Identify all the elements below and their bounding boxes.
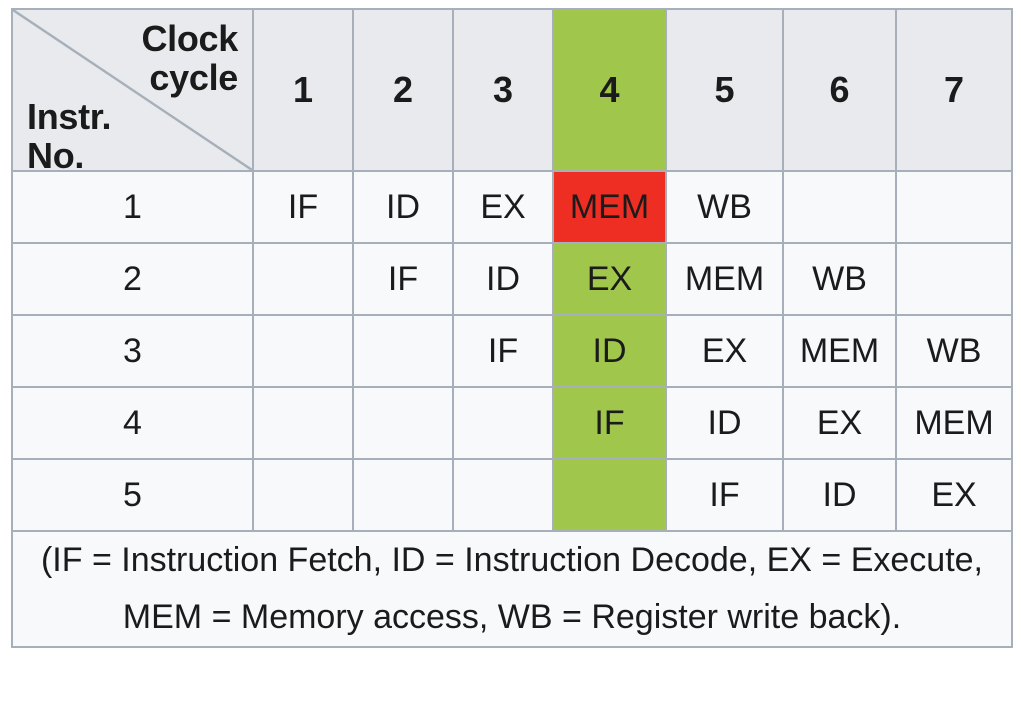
stage-cell (895, 242, 1013, 316)
stage-cell: MEM (895, 386, 1013, 460)
cycle-header-4: 4 (552, 8, 667, 172)
cycle-header-3: 3 (452, 8, 554, 172)
stage-cell-highlight-green: IF (552, 386, 667, 460)
stage-cell: IF (452, 314, 554, 388)
stage-cell (352, 386, 454, 460)
table-row: 5 IF ID EX (11, 458, 1013, 532)
stage-cell: MEM (782, 314, 897, 388)
stage-cell: EX (665, 314, 784, 388)
cycle-header-1: 1 (252, 8, 354, 172)
stage-cell: EX (452, 170, 554, 244)
stage-cell-highlight-green (552, 458, 667, 532)
clock-cycle-label: Clock cycle (141, 18, 238, 98)
cycle-header-2: 2 (352, 8, 454, 172)
stage-cell (252, 242, 354, 316)
stage-cell: WB (782, 242, 897, 316)
table-head: Clock cycle Instr. No. 1 2 3 4 5 6 7 (11, 8, 1013, 172)
stage-cell (252, 314, 354, 388)
instr-no-label: Instr. No. (27, 95, 112, 171)
table-row: 2 IF ID EX MEM WB (11, 242, 1013, 316)
stage-cell: WB (665, 170, 784, 244)
caption-row: (IF = Instruction Fetch, ID = Instructio… (11, 529, 1013, 649)
stage-cell (782, 170, 897, 244)
cycle-header-5: 5 (665, 8, 784, 172)
stage-cell: EX (782, 386, 897, 460)
instr-no-cell: 2 (11, 242, 254, 316)
stage-cell: IF (665, 458, 784, 532)
header-row: Clock cycle Instr. No. 1 2 3 4 5 6 7 (11, 8, 1013, 172)
stage-cell: EX (895, 458, 1013, 532)
stage-cell: ID (452, 242, 554, 316)
stage-cell: MEM (665, 242, 784, 316)
table-row: 4 IF ID EX MEM (11, 386, 1013, 460)
table-row: 3 IF ID EX MEM WB (11, 314, 1013, 388)
corner-header-cell: Clock cycle Instr. No. (11, 8, 254, 172)
stage-cell (452, 458, 554, 532)
stage-cell: ID (782, 458, 897, 532)
stage-cell: IF (352, 242, 454, 316)
pipeline-table: Clock cycle Instr. No. 1 2 3 4 5 6 7 1 I… (11, 8, 1013, 649)
stage-cell: ID (352, 170, 454, 244)
stage-cell-highlight-green: ID (552, 314, 667, 388)
table-row: 1 IF ID EX MEM WB (11, 170, 1013, 244)
pipeline-diagram-figure: Clock cycle Instr. No. 1 2 3 4 5 6 7 1 I… (11, 8, 1013, 649)
cycle-header-7: 7 (895, 8, 1013, 172)
stage-cell (352, 314, 454, 388)
table-body: 1 IF ID EX MEM WB 2 IF ID EX MEM WB 3 (11, 170, 1013, 649)
legend-caption: (IF = Instruction Fetch, ID = Instructio… (11, 529, 1013, 649)
stage-cell: ID (665, 386, 784, 460)
stage-cell-highlight-green: EX (552, 242, 667, 316)
instr-no-cell: 3 (11, 314, 254, 388)
instr-no-cell: 5 (11, 458, 254, 532)
stage-cell (252, 458, 354, 532)
stage-cell: WB (895, 314, 1013, 388)
stage-cell (895, 170, 1013, 244)
instr-no-cell: 4 (11, 386, 254, 460)
stage-cell-highlight-red: MEM (552, 170, 667, 244)
cycle-header-6: 6 (782, 8, 897, 172)
stage-cell (452, 386, 554, 460)
stage-cell (352, 458, 454, 532)
instr-no-cell: 1 (11, 170, 254, 244)
stage-cell: IF (252, 170, 354, 244)
stage-cell (252, 386, 354, 460)
